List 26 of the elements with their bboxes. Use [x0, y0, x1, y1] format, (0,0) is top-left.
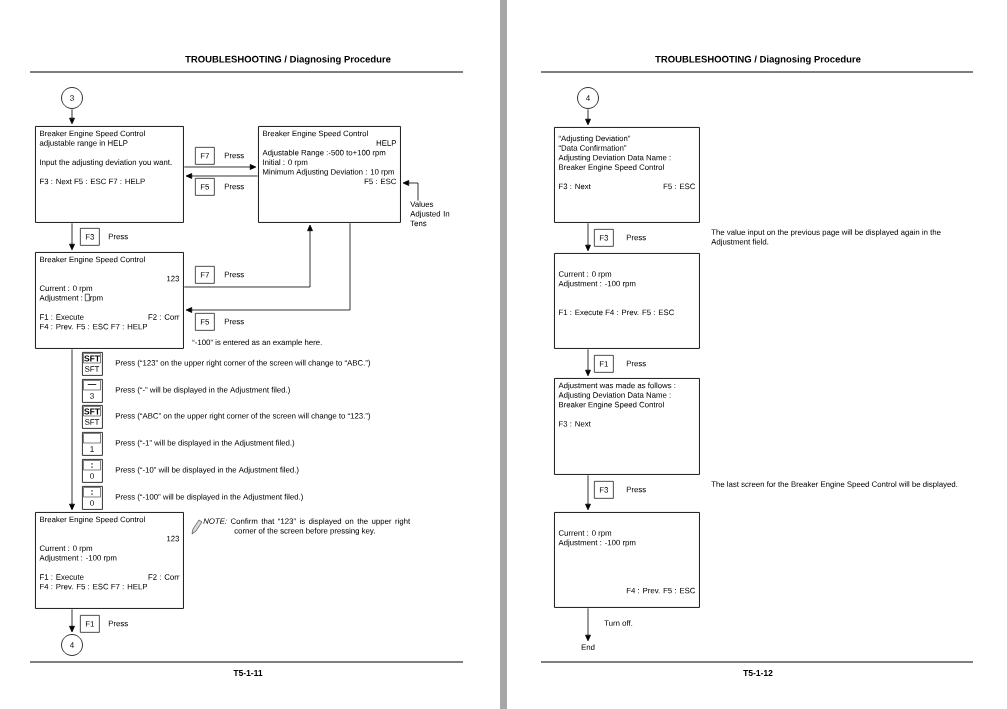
screen-box [554, 512, 700, 608]
arrow [585, 474, 591, 511]
screen-box [35, 252, 184, 349]
screen-box [35, 126, 184, 223]
screen-box [554, 378, 700, 475]
page-number: T5-1-11 [233, 670, 263, 676]
arrow [69, 222, 75, 251]
arrow [183, 224, 313, 288]
page-title: TROUBLESHOOTING / Diagnosing Procedure [655, 55, 861, 65]
arrow [185, 222, 351, 313]
page-title: TROUBLESHOOTING / Diagnosing Procedure [185, 55, 391, 65]
arrow [585, 607, 591, 642]
arrow [183, 164, 257, 170]
arrow [69, 608, 75, 633]
arrow [585, 348, 591, 377]
page-number: T5-1-12 [743, 670, 773, 676]
screen-box [35, 512, 184, 609]
screen-box [554, 253, 700, 349]
arrow [402, 180, 419, 201]
arrow [185, 173, 258, 179]
arrow [585, 108, 591, 126]
arrow [69, 108, 75, 125]
arrow [69, 348, 75, 511]
arrow [585, 222, 591, 252]
screen-box [258, 126, 401, 223]
screen-box [554, 127, 700, 223]
